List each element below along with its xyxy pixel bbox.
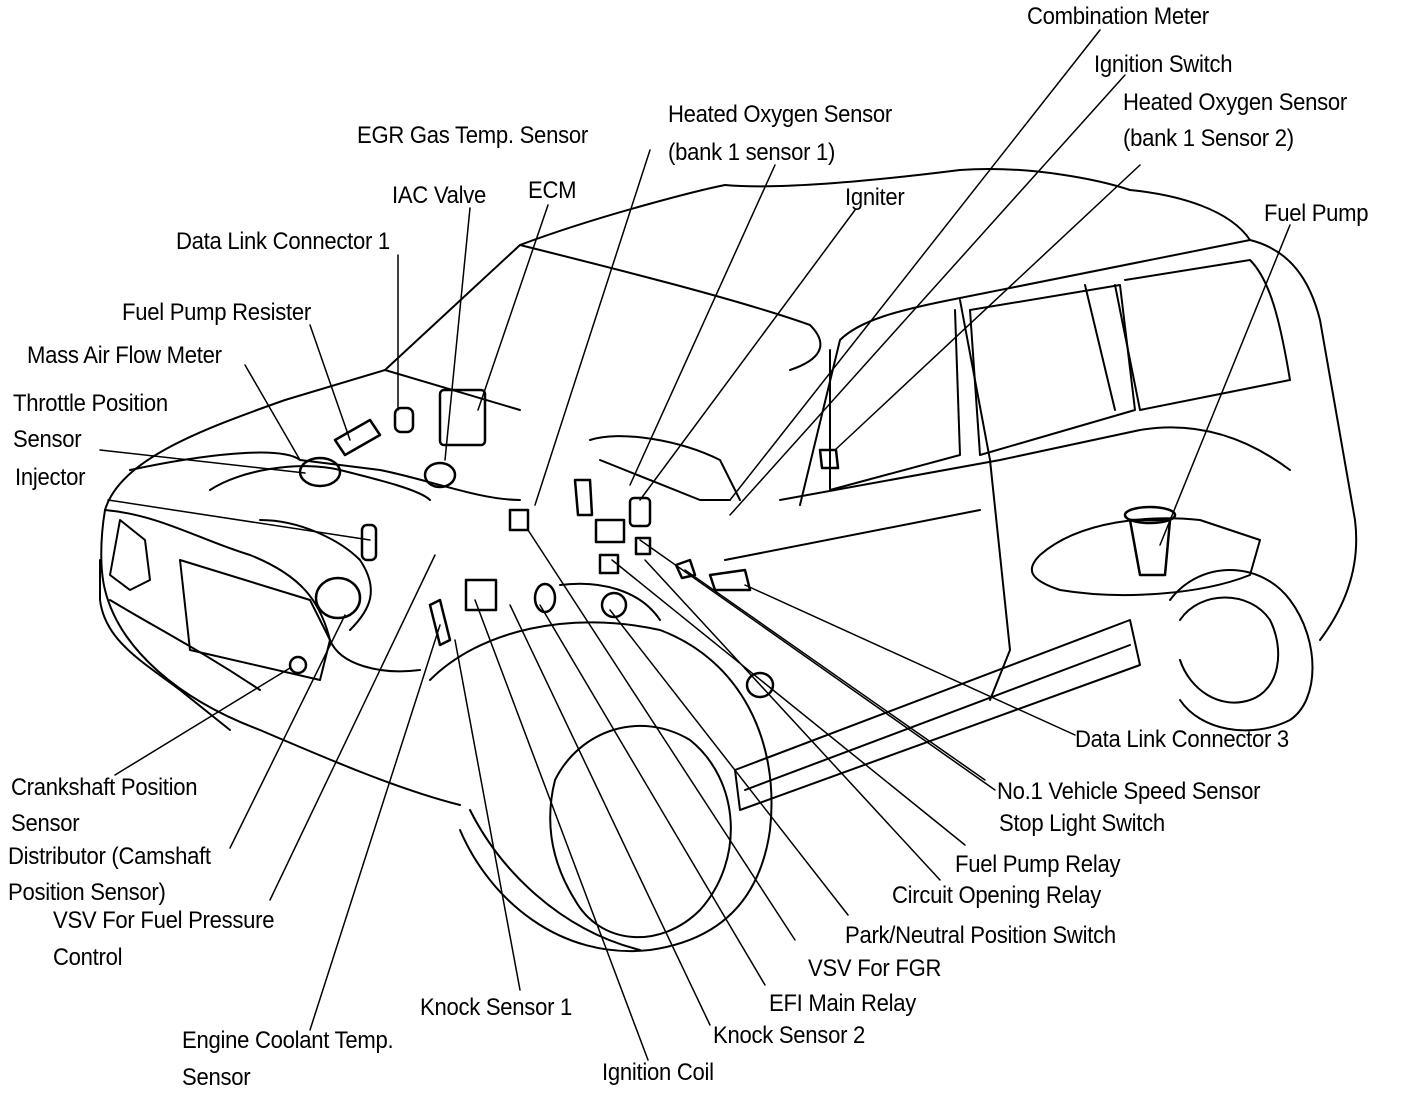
o2-sensor-2-part <box>818 448 840 470</box>
label-ecm: ECM <box>528 177 577 204</box>
relay-part-3 <box>598 553 620 575</box>
label-circuit-opening-relay: Circuit Opening Relay <box>892 882 1101 909</box>
label-stop-light-switch: Stop Light Switch <box>999 810 1165 837</box>
ecm-box <box>438 388 487 447</box>
stop-light-switch-part <box>674 558 697 580</box>
label-knock-sensor-1: Knock Sensor 1 <box>420 994 573 1021</box>
label-data-link-connector-1: Data Link Connector 1 <box>176 228 390 255</box>
label-throttle-position-sensor: Throttle Position Sensor <box>13 390 168 454</box>
pn-switch-part <box>533 582 557 614</box>
relay-part-2 <box>634 536 652 556</box>
car-body <box>99 168 1358 953</box>
efi-relay-part <box>600 591 628 619</box>
label-fuel-pump: Fuel Pump <box>1264 200 1369 227</box>
label-line: Engine Coolant Temp. <box>182 1027 394 1054</box>
label-egr-gas-temp-sensor: EGR Gas Temp. Sensor <box>357 122 588 149</box>
label-no1-vehicle-speed-sensor: No.1 Vehicle Speed Sensor <box>997 778 1261 805</box>
distributor-part <box>314 576 362 620</box>
label-line: Crankshaft Position <box>11 774 198 801</box>
label-iac-valve: IAC Valve <box>392 182 487 209</box>
label-line: Sensor <box>11 810 80 837</box>
label-line: Throttle Position <box>13 390 168 417</box>
label-combination-meter: Combination Meter <box>1027 3 1209 30</box>
label-distributor-camshaft-position-sensor: Distributor (Camshaft Position Sensor) <box>8 843 211 907</box>
label-crankshaft-position-sensor: Crankshaft Position Sensor <box>11 774 197 838</box>
label-heated-oxygen-sensor-b1s1: Heated Oxygen Sensor (bank 1 sensor 1) <box>668 101 892 167</box>
throttle-body-part <box>423 461 457 489</box>
label-vsv-for-fgr: VSV For FGR <box>808 955 942 982</box>
label-line: VSV For Fuel Pressure <box>53 907 275 934</box>
label-fuel-pump-resister: Fuel Pump Resister <box>122 299 311 326</box>
egr-sensor-part <box>508 508 530 532</box>
igniter-part <box>628 496 652 528</box>
label-vsv-fuel-pressure-control: VSV For Fuel Pressure Control <box>53 907 274 972</box>
label-fuel-pump-relay: Fuel Pump Relay <box>955 851 1121 878</box>
label-heated-oxygen-sensor-b1s2: Heated Oxygen Sensor (bank 1 Sensor 2) <box>1123 89 1347 153</box>
knock-sensor-part <box>428 598 452 647</box>
label-injector: Injector <box>15 464 86 491</box>
label-efi-main-relay: EFI Main Relay <box>769 990 917 1017</box>
fuel-pump-part <box>1128 518 1172 577</box>
leader-lines <box>99 29 1291 1061</box>
label-line: Heated Oxygen Sensor <box>668 101 893 128</box>
speed-sensor-part <box>745 671 775 699</box>
label-ignition-coil: Ignition Coil <box>602 1059 714 1086</box>
crank-sensor-part <box>288 655 308 675</box>
label-mass-air-flow-meter: Mass Air Flow Meter <box>27 342 222 369</box>
label-knock-sensor-2: Knock Sensor 2 <box>713 1022 866 1049</box>
label-line: Control <box>53 944 123 971</box>
label-park-neutral-position-switch: Park/Neutral Position Switch <box>845 922 1116 949</box>
label-data-link-connector-3: Data Link Connector 3 <box>1075 726 1289 753</box>
label-engine-coolant-temp-sensor: Engine Coolant Temp. Sensor <box>182 1027 394 1092</box>
vsv-part <box>464 578 498 612</box>
injector-part <box>360 523 378 562</box>
label-line: Sensor <box>13 426 82 453</box>
fuel-pump-flange <box>1123 505 1177 525</box>
label-line: (bank 1 sensor 1) <box>668 139 836 166</box>
fuel-pump-resister-part <box>333 418 382 457</box>
dlc3-part <box>708 568 752 592</box>
components <box>288 388 1177 699</box>
label-ignition-switch: Ignition Switch <box>1094 51 1233 78</box>
o2-sensor-1-part <box>573 478 594 517</box>
label-line: Sensor <box>182 1064 251 1091</box>
relay-part-1 <box>594 518 626 544</box>
label-igniter: Igniter <box>845 184 905 211</box>
label-line: (bank 1 Sensor 2) <box>1123 125 1294 152</box>
dlc1-box <box>393 406 415 434</box>
label-line: Distributor (Camshaft <box>8 843 211 870</box>
label-line: Heated Oxygen Sensor <box>1123 89 1348 116</box>
label-line: Position Sensor) <box>8 879 166 906</box>
